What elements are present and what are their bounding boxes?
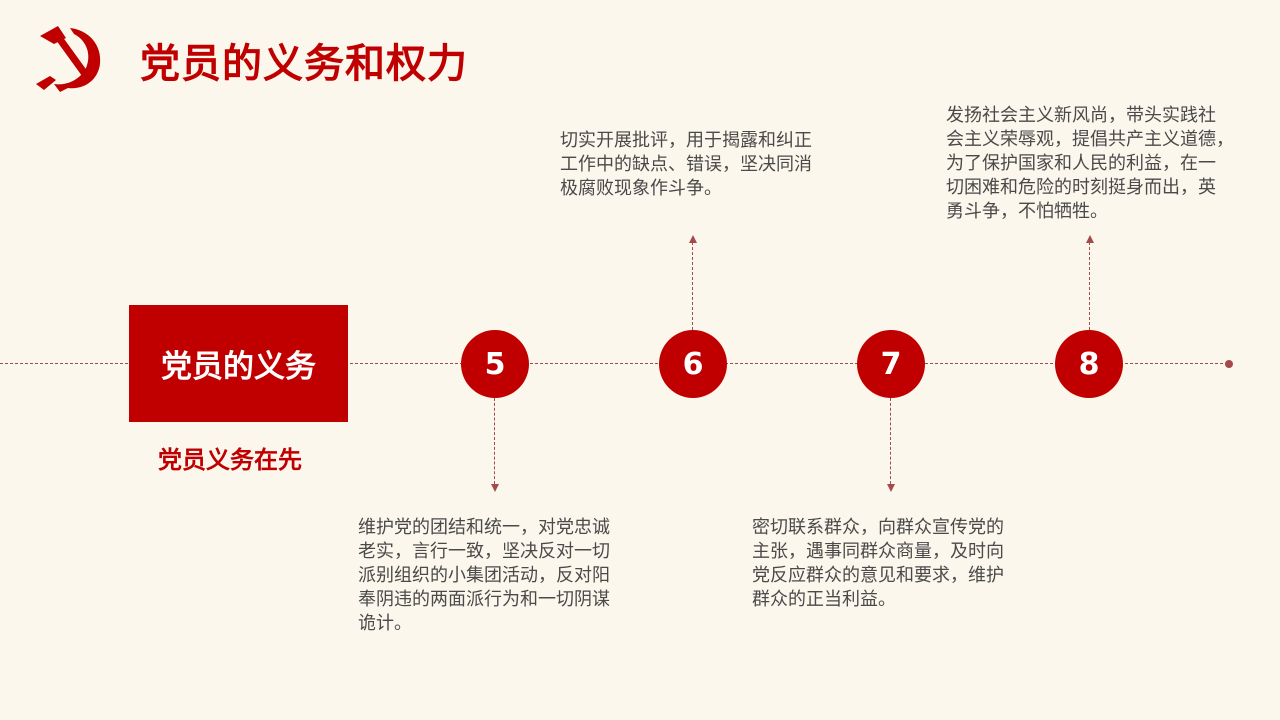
node-number: 7 bbox=[880, 346, 902, 382]
hammer-and-sickle-icon bbox=[36, 26, 101, 92]
text-line: 为了保护国家和人民的利益，在一 bbox=[946, 153, 1216, 174]
main-topic-label: 党员的义务 bbox=[161, 349, 316, 385]
text-line: 切困难和危险的时刻挺身而出，英 bbox=[946, 177, 1216, 198]
connector-line-7 bbox=[890, 398, 891, 484]
text-line: 极腐败现象作斗争。 bbox=[560, 178, 722, 199]
timeline-node-5: 5 bbox=[461, 330, 529, 398]
text-line: 密切联系群众，向群众宣传党的 bbox=[752, 517, 1004, 538]
text-line: 主张，遇事同群众商量，及时向 bbox=[752, 541, 1004, 562]
arrow-up-icon bbox=[1086, 235, 1094, 243]
node-8-description: 发扬社会主义新风尚，带头实践社 会主义荣辱观，提倡共产主义道德， 为了保护国家和… bbox=[946, 104, 1266, 224]
timeline-line bbox=[0, 363, 1228, 364]
arrow-up-icon bbox=[689, 235, 697, 243]
connector-line-8 bbox=[1089, 242, 1090, 330]
text-line: 勇斗争，不怕牺牲。 bbox=[946, 201, 1108, 222]
node-number: 5 bbox=[484, 346, 506, 382]
timeline-end-dot bbox=[1225, 360, 1233, 368]
node-number: 8 bbox=[1078, 346, 1100, 382]
arrow-down-icon bbox=[491, 484, 499, 492]
text-line: 诡计。 bbox=[358, 613, 412, 634]
arrow-down-icon bbox=[887, 484, 895, 492]
text-line: 发扬社会主义新风尚，带头实践社 bbox=[946, 105, 1216, 126]
main-subtitle: 党员义务在先 bbox=[158, 446, 302, 474]
node-number: 6 bbox=[682, 346, 704, 382]
timeline-node-7: 7 bbox=[857, 330, 925, 398]
text-line: 维护党的团结和统一，对党忠诚 bbox=[358, 517, 610, 538]
text-line: 会主义荣辱观，提倡共产主义道德， bbox=[946, 129, 1234, 150]
node-6-description: 切实开展批评，用于揭露和纠正 工作中的缺点、错误，坚决同消 极腐败现象作斗争。 bbox=[560, 129, 860, 201]
text-line: 工作中的缺点、错误，坚决同消 bbox=[560, 154, 812, 175]
timeline-node-8: 8 bbox=[1055, 330, 1123, 398]
text-line: 切实开展批评，用于揭露和纠正 bbox=[560, 130, 812, 151]
text-line: 奉阴违的两面派行为和一切阴谋 bbox=[358, 589, 610, 610]
node-5-description: 维护党的团结和统一，对党忠诚 老实，言行一致，坚决反对一切 派别组织的小集团活动… bbox=[358, 516, 658, 636]
main-topic-box: 党员的义务 bbox=[129, 305, 348, 422]
text-line: 派别组织的小集团活动，反对阳 bbox=[358, 565, 610, 586]
connector-line-6 bbox=[692, 242, 693, 330]
page-title: 党员的义务和权力 bbox=[140, 41, 468, 87]
text-line: 老实，言行一致，坚决反对一切 bbox=[358, 541, 610, 562]
connector-line-5 bbox=[494, 398, 495, 484]
text-line: 党反应群众的意见和要求，维护 bbox=[752, 565, 1004, 586]
timeline-node-6: 6 bbox=[659, 330, 727, 398]
node-7-description: 密切联系群众，向群众宣传党的 主张，遇事同群众商量，及时向 党反应群众的意见和要… bbox=[752, 516, 1052, 612]
text-line: 群众的正当利益。 bbox=[752, 589, 896, 610]
